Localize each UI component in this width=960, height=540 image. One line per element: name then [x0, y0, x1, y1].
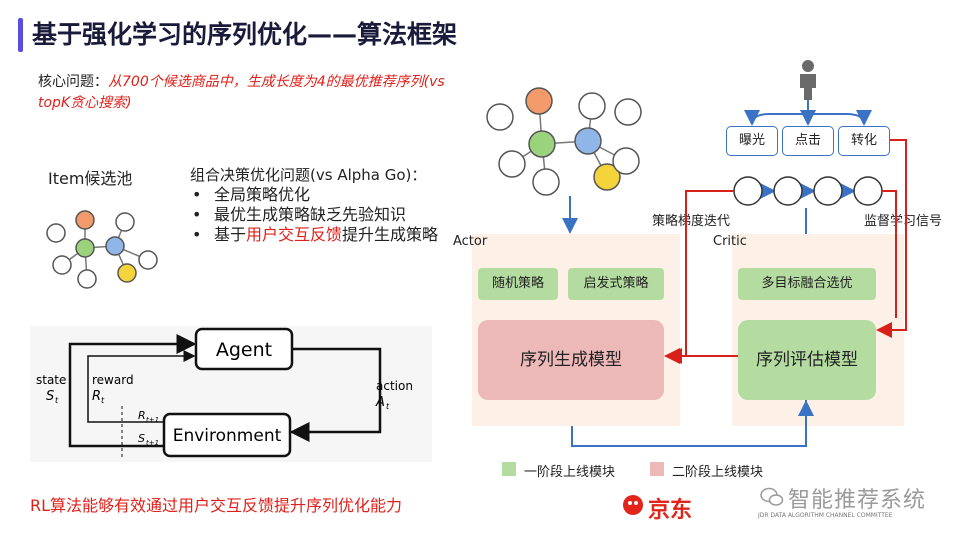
core-problem: 核心问题：从700个候选商品中，生成长度为4的最优推荐序列(vs topK贪心搜…	[38, 72, 448, 114]
reward-subscript: t	[101, 396, 105, 405]
node-empty	[46, 223, 66, 243]
node-blue	[574, 127, 602, 155]
node-empty	[77, 269, 97, 289]
feedback-conversion-box: 转化	[838, 126, 890, 156]
item-pool-graph	[46, 210, 158, 289]
node-empty	[614, 98, 642, 126]
feedback-exposure-box: 曝光	[726, 126, 778, 156]
supervision-label: 监督学习信号	[864, 214, 943, 229]
combo-section: 组合决策优化问题(vs Alpha Go)： 全局策略优化 最优生成策略缺乏先验…	[190, 165, 454, 245]
node-yellow	[593, 163, 621, 191]
jd-logo: 京东	[648, 498, 693, 523]
next-reward-subscript: t+1	[146, 416, 159, 424]
node-empty	[532, 168, 560, 196]
seq-eval-box: 序列评估模型	[738, 320, 876, 400]
legend-stage1-label: 一阶段上线模块	[524, 465, 616, 480]
actor-label: Actor	[453, 234, 488, 249]
node-empty	[498, 150, 526, 178]
combo-heading: 组合决策优化问题(vs Alpha Go)：	[190, 166, 427, 184]
core-problem-label: 核心问题：	[38, 74, 108, 90]
legend-stage1-swatch	[502, 462, 516, 476]
core-problem-text: 从700个候选商品中，生成长度为4的最优推荐序列(vs topK贪心搜索)	[38, 74, 445, 111]
node-blue	[105, 236, 125, 256]
jd-mascot-icon	[623, 495, 643, 515]
node-empty	[115, 212, 135, 232]
node-empty	[52, 255, 72, 275]
random-policy-box: 随机策略	[478, 268, 558, 300]
combo-bullet-highlight: 用户交互反馈	[246, 225, 343, 244]
node-empty	[612, 147, 640, 175]
title-accent-bar	[18, 18, 23, 52]
action-subscript: t	[386, 402, 390, 411]
node-empty	[578, 92, 606, 120]
node-orange	[525, 87, 553, 115]
action-symbol: A	[375, 395, 385, 410]
next-state-symbol: S	[138, 432, 145, 445]
node-empty	[486, 103, 514, 131]
environment-label: Environment	[173, 426, 282, 446]
combo-bullet-pre: 基于	[214, 225, 247, 244]
candidate-graph	[486, 87, 642, 196]
multi-objective-box: 多目标融合选优	[738, 268, 876, 300]
node-orange	[75, 210, 95, 230]
node-empty	[138, 250, 158, 270]
legend-stage2-swatch	[650, 462, 664, 476]
agent-label: Agent	[216, 339, 272, 361]
combo-bullet: 最优生成策略缺乏先验知识	[190, 205, 454, 225]
legend-stage2-label: 二阶段上线模块	[672, 465, 764, 480]
feedback-click-box: 点击	[782, 126, 834, 156]
page-title: 基于强化学习的序列优化——算法框架	[32, 20, 458, 49]
watermark-subtitle: JDR DATA ALGORITHM CHANNEL COMMITTEE	[758, 512, 893, 519]
sequence-nodes	[733, 176, 883, 206]
combo-bullet-post: 提升生成策略	[342, 225, 439, 244]
wechat-icon	[760, 487, 784, 506]
action-label: action	[376, 379, 413, 393]
node-green	[75, 238, 95, 258]
combo-bullets: 全局策略优化 最优生成策略缺乏先验知识 基于用户交互反馈提升生成策略	[190, 185, 454, 245]
next-reward-symbol: R	[138, 409, 146, 422]
next-state-subscript: t+1	[146, 439, 159, 447]
item-pool-label: Item候选池	[48, 169, 133, 188]
node-yellow	[117, 263, 137, 283]
critic-label: Critic	[713, 234, 747, 249]
reward-label: reward	[92, 373, 134, 387]
state-label: state	[36, 373, 66, 387]
heuristic-policy-box: 启发式策略	[568, 268, 664, 300]
policy-gradient-label: 策略梯度迭代	[652, 214, 731, 229]
watermark-text: 智能推荐系统	[788, 488, 927, 513]
combo-bullet: 基于用户交互反馈提升生成策略	[190, 225, 454, 245]
rl-diagram: Agent Environment state S t reward R t a…	[36, 327, 413, 458]
seq-gen-box: 序列生成模型	[478, 320, 664, 400]
bottom-note: RL算法能够有效通过用户交互反馈提升序列优化能力	[30, 496, 403, 515]
state-symbol: S	[46, 389, 54, 404]
reward-symbol: R	[92, 389, 101, 404]
combo-bullet: 全局策略优化	[190, 185, 454, 205]
node-green	[528, 130, 556, 158]
user-icon	[800, 60, 816, 100]
state-subscript: t	[55, 396, 59, 405]
